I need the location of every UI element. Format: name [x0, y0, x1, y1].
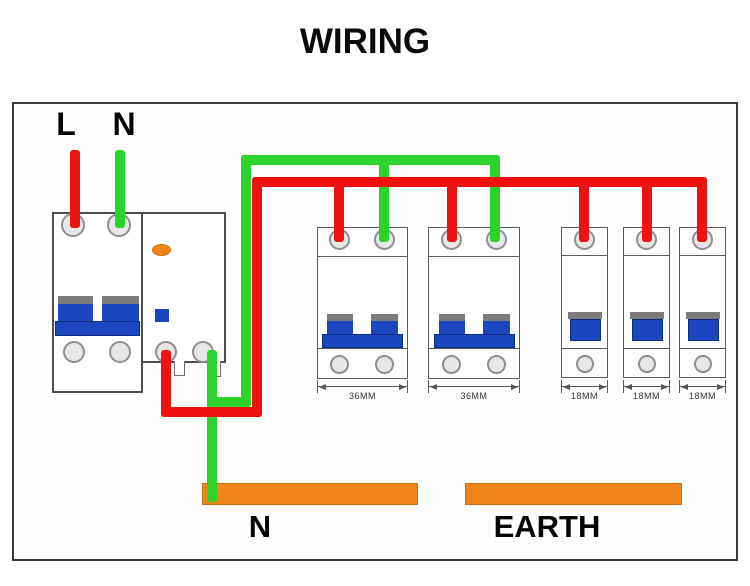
live-drop-single1	[579, 182, 589, 242]
dimension-marker: 18MM	[679, 380, 726, 402]
single-mcb-2	[623, 227, 670, 378]
mcb-bottom-terminal	[694, 355, 712, 373]
live-riser-wire	[252, 177, 262, 417]
main-bottom-terminal	[63, 341, 85, 363]
dimension-label: 18MM	[688, 391, 716, 401]
single-mcb-3	[679, 227, 726, 378]
mcb-divider	[562, 348, 607, 349]
breaker-toggle-base	[55, 321, 140, 336]
live-bus-wire	[252, 177, 707, 187]
handle-cap	[102, 296, 139, 304]
earth-bus-bar	[465, 483, 682, 505]
main-bottom-terminal	[109, 341, 131, 363]
breaker-toggle	[570, 319, 601, 341]
neutral-input-label: N	[112, 106, 136, 142]
breaker-toggle	[327, 321, 353, 335]
dimension-label: 36MM	[348, 391, 376, 401]
breaker-toggle	[632, 319, 663, 341]
mcb-divider	[429, 256, 519, 257]
handle-cap	[58, 296, 93, 304]
neutral-bus-wire	[241, 155, 500, 165]
main-breaker-right-body	[141, 212, 226, 363]
breaker-toggle	[371, 321, 398, 335]
dimension-label: 18MM	[570, 391, 598, 401]
breaker-toggle-base	[322, 334, 403, 348]
single-mcb-1	[561, 227, 608, 378]
dimension-marker: 18MM	[561, 380, 608, 402]
mcb-bottom-terminal	[487, 355, 506, 374]
breaker-toggle	[58, 304, 93, 322]
mcb-divider	[429, 348, 519, 349]
page-title: WIRING	[299, 22, 431, 61]
dimension-marker: 36MM	[317, 380, 408, 402]
neutral-bus-bar	[202, 483, 418, 505]
neutral-input-wire	[115, 150, 125, 228]
dimension-label: 36MM	[460, 391, 488, 401]
mcb-bottom-terminal	[375, 355, 394, 374]
earth-bus-label: EARTH	[493, 509, 601, 544]
mcb-bottom-terminal	[638, 355, 656, 373]
neutral-to-bar-wire	[207, 350, 217, 502]
live-drop-single2	[642, 182, 652, 242]
breaker-toggle-base	[434, 334, 515, 348]
mcb-divider	[318, 256, 407, 257]
rcd-indicator-lamp	[152, 244, 171, 256]
neutral-drop-mcb1	[379, 160, 389, 242]
mcb-divider	[624, 348, 669, 349]
mcb-divider	[680, 255, 725, 256]
live-drop-single3	[697, 177, 707, 242]
live-drop-mcb1	[334, 182, 344, 242]
neutral-branch-wire	[210, 397, 251, 407]
double-mcb-1	[317, 227, 408, 379]
neutral-bus-label: N	[248, 509, 272, 544]
dimension-marker: 18MM	[623, 380, 670, 402]
dimension-marker: 36MM	[428, 380, 520, 402]
neutral-riser-wire	[241, 155, 251, 407]
mcb-bottom-terminal	[330, 355, 349, 374]
main-breaker-skirt	[52, 361, 143, 393]
handle-cap	[439, 314, 465, 321]
mcb-divider	[562, 255, 607, 256]
live-bottom-wire	[161, 407, 262, 417]
breaker-toggle	[439, 321, 465, 335]
handle-cap	[371, 314, 398, 321]
dimension-label: 18MM	[632, 391, 660, 401]
live-drop-mcb2	[447, 182, 457, 242]
neutral-drop-mcb2	[490, 160, 500, 242]
mcb-divider	[318, 348, 407, 349]
mcb-bottom-terminal	[442, 355, 461, 374]
handle-cap	[568, 312, 602, 319]
mcb-divider	[680, 348, 725, 349]
breaker-toggle	[688, 319, 719, 341]
din-clip-tab	[174, 361, 185, 376]
live-out-down-wire	[161, 350, 171, 417]
mcb-divider	[624, 255, 669, 256]
rcd-test-button	[155, 309, 169, 322]
main-breaker-left-body	[52, 212, 143, 363]
breaker-toggle	[483, 321, 510, 335]
handle-cap	[483, 314, 510, 321]
live-input-wire	[70, 150, 80, 228]
breaker-toggle	[102, 304, 139, 322]
double-mcb-2	[428, 227, 520, 379]
live-input-label: L	[56, 106, 76, 142]
handle-cap	[630, 312, 664, 319]
handle-cap	[327, 314, 353, 321]
handle-cap	[686, 312, 720, 319]
mcb-bottom-terminal	[576, 355, 594, 373]
